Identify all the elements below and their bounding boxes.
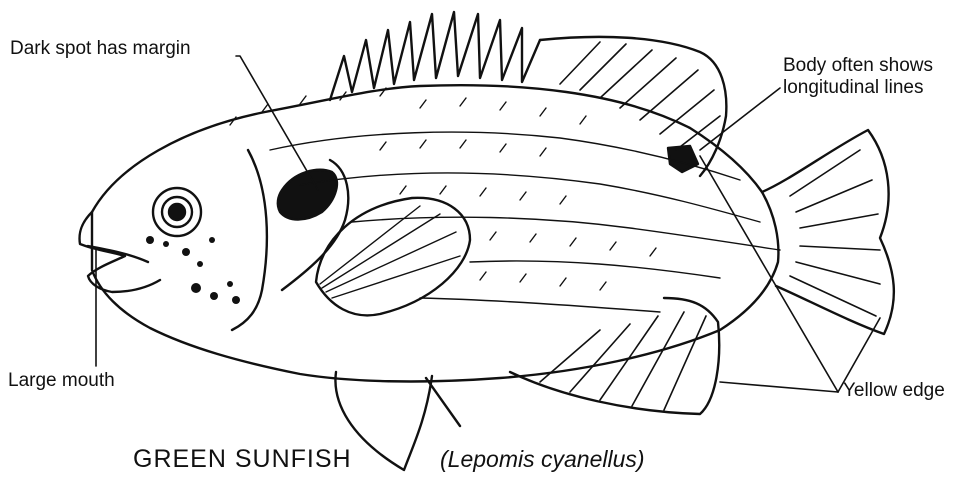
leader-yellow-edge-1	[700, 156, 838, 392]
fish-body-outline	[92, 85, 778, 381]
label-yellow-edge: Yellow edge	[843, 380, 945, 402]
label-large-mouth-text: Large mouth	[8, 370, 115, 391]
caudal-fin	[762, 130, 894, 334]
label-large-mouth: Large mouth	[8, 370, 115, 392]
pelvic-fin-spine	[426, 378, 460, 426]
caption-scientific-name: (Lepomis cyanellus)	[440, 446, 645, 473]
caption-common-name: GREEN SUNFISH	[133, 445, 352, 474]
leader-dark-spot	[236, 56, 318, 190]
head-markings	[146, 236, 240, 304]
leader-yellow-edge-2	[720, 382, 838, 392]
dorsal-fin-dark-spot	[668, 146, 698, 172]
label-body-lines: Body often shows longitudinal lines	[783, 55, 933, 99]
leader-body-lines	[700, 88, 780, 150]
label-body-lines-line-1: Body often shows	[783, 55, 933, 77]
label-dark-spot-text: Dark spot has margin	[10, 38, 191, 59]
eye-pupil	[169, 204, 185, 220]
caudal-fin-rays	[790, 150, 880, 316]
leader-lines	[96, 56, 880, 392]
dark-ear-spot	[278, 170, 337, 220]
pectoral-fin	[316, 198, 470, 316]
label-yellow-edge-text: Yellow edge	[843, 380, 945, 401]
dorsal-fin-rays	[560, 42, 720, 150]
label-body-lines-line-2: longitudinal lines	[783, 77, 933, 99]
label-dark-spot: Dark spot has margin	[10, 38, 191, 60]
